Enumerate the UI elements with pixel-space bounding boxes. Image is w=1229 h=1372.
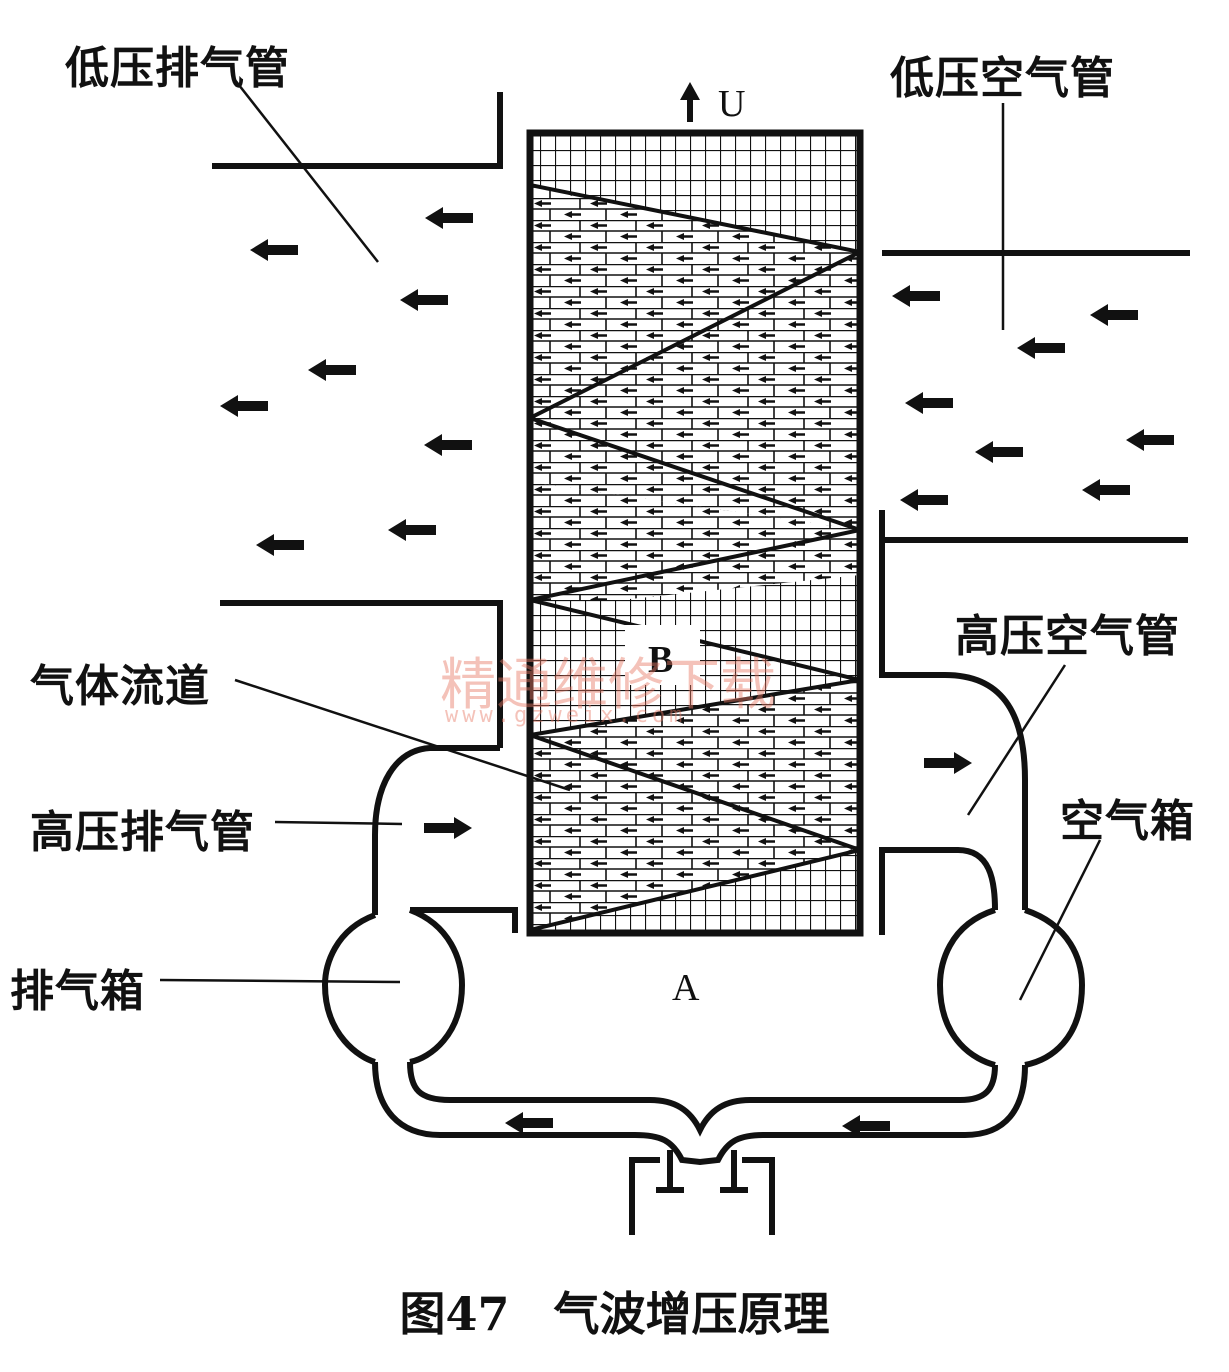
air-intake-flow-arrows — [892, 285, 1174, 511]
watermark-url: www.gzweix.com — [445, 703, 687, 728]
rotor-cell-block — [526, 129, 864, 937]
exhaust-flow-arrows — [220, 207, 473, 556]
air-box — [936, 907, 1086, 1068]
rotation-direction-arrow — [680, 82, 700, 122]
exhaust-box-label: 排气箱 — [10, 966, 145, 1017]
point-a-label: A — [672, 967, 700, 1009]
air-box-label: 空气箱 — [1060, 796, 1195, 847]
watermark-name: 精通维修下载 — [440, 653, 776, 718]
low-pressure-air-label: 低压空气管 — [890, 53, 1115, 104]
high-pressure-exhaust-label: 高压排气管 — [30, 807, 255, 858]
figure-caption: 图47 气波增压原理 — [0, 1278, 1229, 1344]
high-pressure-exhaust-duct — [372, 745, 518, 933]
gas-channel-label: 气体流道 — [30, 661, 210, 712]
exhaust-inflow-arrow — [424, 817, 472, 839]
high-pressure-air-duct — [879, 540, 1028, 935]
bottom-passage — [372, 1061, 1028, 1235]
low-pressure-exhaust-label: 低压排气管 — [65, 43, 290, 94]
rotation-u-label: U — [718, 83, 746, 125]
exhaust-box — [321, 907, 466, 1065]
compressed-air-arrow — [924, 752, 972, 774]
leader-lines — [159, 79, 1102, 1001]
point-b-label: B — [648, 639, 674, 681]
figure-title: 气波增压原理 — [553, 1287, 830, 1341]
high-pressure-air-label: 高压空气管 — [955, 611, 1180, 662]
figure-number: 图47 — [399, 1287, 510, 1341]
low-pressure-exhaust-duct — [212, 92, 503, 748]
